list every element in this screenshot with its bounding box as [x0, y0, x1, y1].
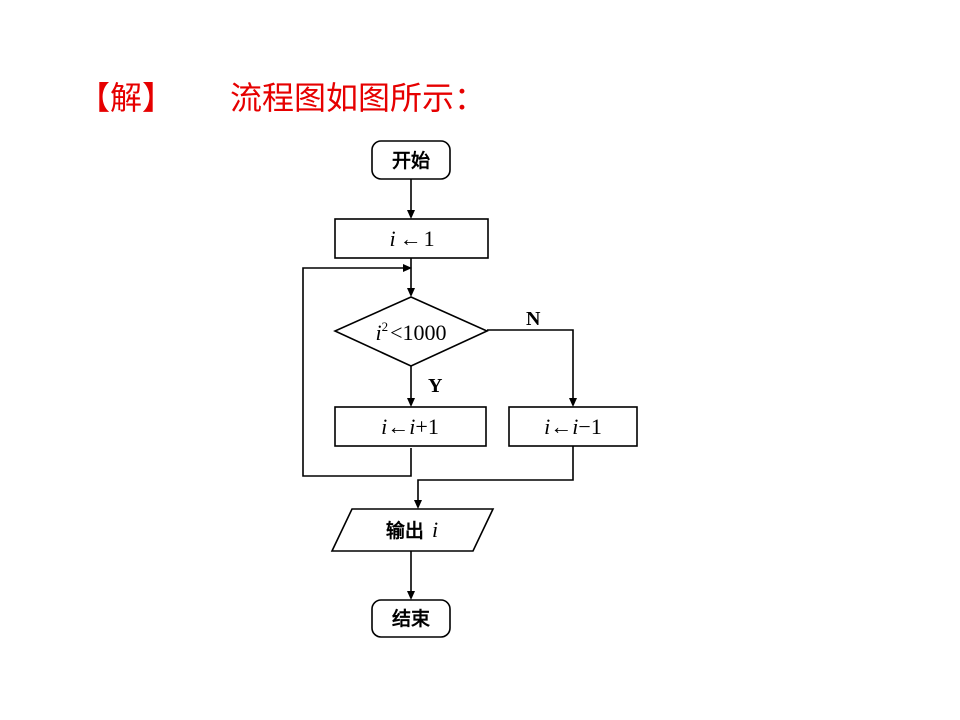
assign-arrow: ←	[550, 414, 572, 439]
increment-expression: i←i+1	[381, 414, 439, 439]
assign-arrow: ←	[387, 414, 409, 439]
arrow-head	[407, 398, 415, 407]
output-text: 输出 i	[386, 517, 438, 542]
solution-heading: 【解】 流程图如图所示：	[78, 76, 486, 120]
end-label: 结束	[392, 607, 431, 630]
decision-operator: <	[390, 320, 402, 345]
output-label: 输出	[386, 519, 424, 542]
arrow-head	[407, 591, 415, 600]
decrement-shape	[508, 406, 638, 447]
decrement-rhs-var: i	[572, 414, 578, 439]
increment-shape	[334, 406, 487, 447]
arrow-head	[407, 210, 415, 219]
decrement-expression: i←i−1	[544, 414, 602, 439]
decrement-var: i	[544, 414, 550, 439]
start-terminal: 开始	[371, 140, 451, 180]
start-shape	[371, 140, 451, 180]
decision-value: 1000	[403, 320, 447, 345]
yes-branch-label: Y	[428, 375, 443, 397]
increment-rhs-var: i	[409, 414, 415, 439]
solution-text: 流程图如图所示：	[230, 79, 487, 117]
init-value: 1	[424, 226, 435, 251]
decrement-value: 1	[591, 414, 602, 439]
connector-decrement-output	[417, 446, 574, 501]
decision-expression: i2<1000	[375, 319, 446, 345]
connector-loop-back	[302, 267, 412, 477]
arrow-head	[403, 264, 412, 272]
end-terminal: 结束	[371, 599, 451, 638]
decision-shape	[333, 296, 489, 367]
increment-value: 1	[428, 414, 439, 439]
output-io: 输出 i	[330, 508, 495, 552]
init-var: i	[389, 226, 395, 251]
arrow-head	[414, 500, 422, 509]
increment-process: i←i+1	[334, 406, 487, 447]
arrow-head	[407, 288, 415, 297]
output-shape	[330, 508, 495, 552]
connector-decision-no	[487, 329, 574, 399]
init-expression: i←1	[389, 226, 434, 251]
no-branch-label: N	[526, 308, 541, 330]
end-shape	[371, 599, 451, 638]
decision: i2<1000	[333, 296, 489, 367]
decision-exponent: 2	[382, 319, 389, 334]
flowchart-connectors	[302, 179, 577, 600]
increment-var: i	[381, 414, 387, 439]
solution-tag: 【解】	[78, 79, 175, 117]
decrement-process: i←i−1	[508, 406, 638, 447]
arrow-head	[569, 398, 577, 407]
init-process: i←1	[334, 218, 489, 259]
assign-arrow: ←	[400, 226, 422, 251]
decrement-operator: −	[578, 414, 590, 439]
init-shape	[334, 218, 489, 259]
decision-var: i	[375, 320, 381, 345]
start-label: 开始	[392, 149, 430, 172]
increment-operator: +	[415, 414, 427, 439]
output-var: i	[432, 517, 438, 542]
